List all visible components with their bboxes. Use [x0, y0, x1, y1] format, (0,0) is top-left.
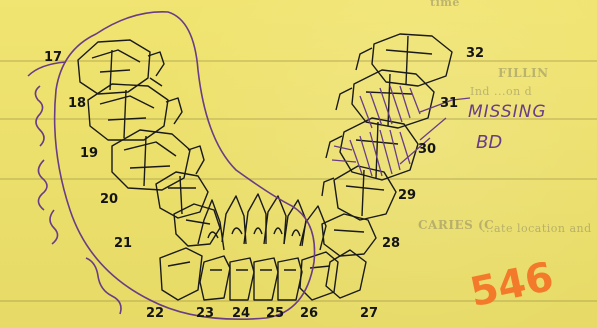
- tooth-21: [174, 204, 220, 246]
- tooth-31: [336, 70, 434, 128]
- initials-annotation: BD: [476, 132, 502, 153]
- tooth-number-21: 21: [114, 236, 132, 251]
- tooth-number-31: 31: [440, 96, 458, 111]
- tooth-number-19: 19: [80, 146, 98, 161]
- tooth-19: [112, 130, 204, 190]
- tooth-number-27: 27: [360, 306, 378, 321]
- tooth-number-24: 24: [232, 306, 250, 321]
- tooth-number-30: 30: [418, 142, 436, 157]
- tooth-32: [356, 34, 452, 86]
- tooth-number-23: 23: [196, 306, 214, 321]
- tooth-number-26: 26: [300, 306, 318, 321]
- tooth-17: [78, 40, 164, 94]
- tooth-number-20: 20: [100, 192, 118, 207]
- tooth-number-18: 18: [68, 96, 86, 111]
- tooth-number-22: 22: [146, 306, 164, 321]
- tooth-18: [88, 84, 182, 140]
- tooth-number-25: 25: [266, 306, 284, 321]
- tooth-number-17: 17: [44, 50, 62, 65]
- tooth-28: [322, 214, 376, 256]
- tooth-number-32: 32: [466, 46, 484, 61]
- tooth-number-29: 29: [398, 188, 416, 203]
- missing-annotation: MISSING: [468, 102, 547, 122]
- tooth-number-28: 28: [382, 236, 400, 251]
